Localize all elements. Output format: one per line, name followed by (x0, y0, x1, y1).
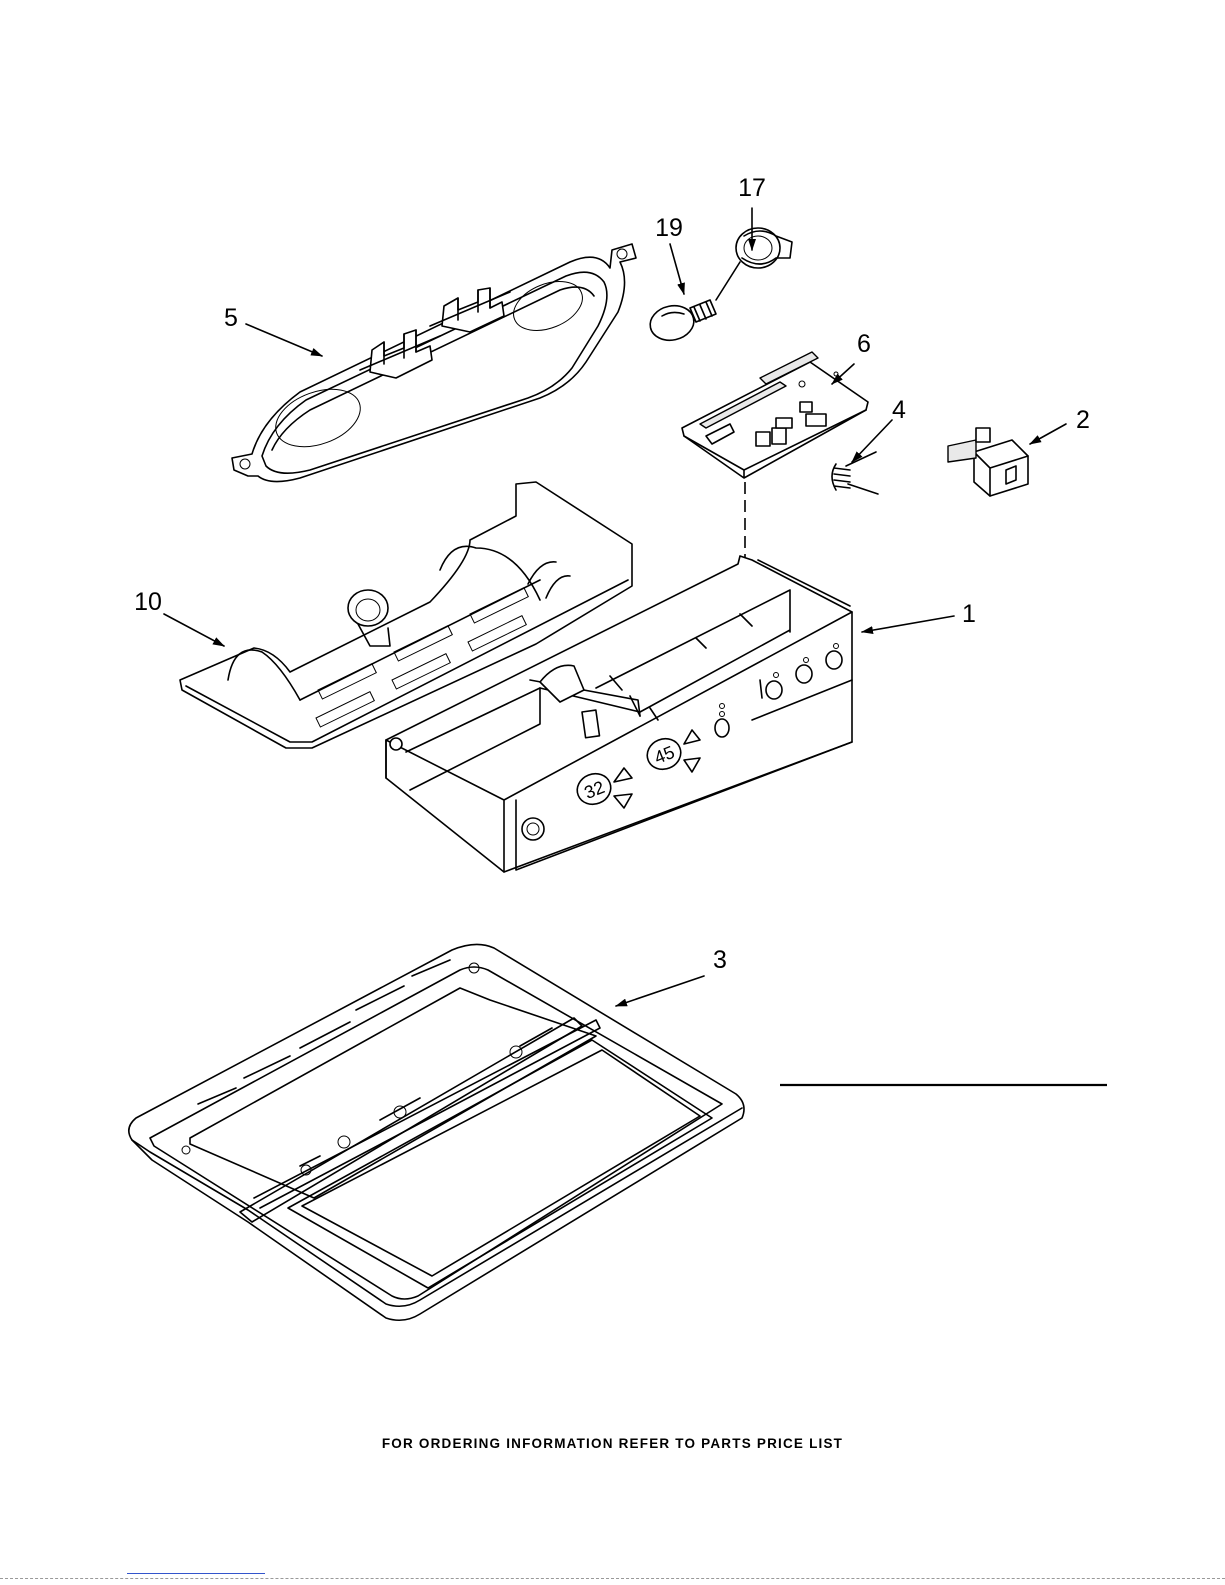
page-link-underline (127, 1573, 265, 1574)
callout-1: 1 (962, 600, 976, 628)
callout-10: 10 (134, 588, 162, 616)
part-6-control-board (682, 352, 868, 478)
callout-6: 6 (857, 330, 871, 358)
part-5-light-housing (232, 244, 636, 482)
callout-17: 17 (738, 174, 766, 202)
page-edge-line (0, 1578, 1225, 1579)
part-17-lamp-socket (716, 228, 792, 300)
callout-3: 3 (713, 946, 727, 974)
callout-2: 2 (1076, 406, 1090, 434)
callout-leaders (164, 208, 1066, 1006)
callout-5: 5 (224, 304, 238, 332)
part-2-switch (948, 428, 1028, 496)
callout-19: 19 (655, 214, 683, 242)
callout-4: 4 (892, 396, 906, 424)
part-19-light-bulb (647, 300, 716, 344)
ordering-info-footer: FOR ORDERING INFORMATION REFER TO PARTS … (0, 1436, 1225, 1451)
part-3-tray-frame (129, 944, 744, 1320)
